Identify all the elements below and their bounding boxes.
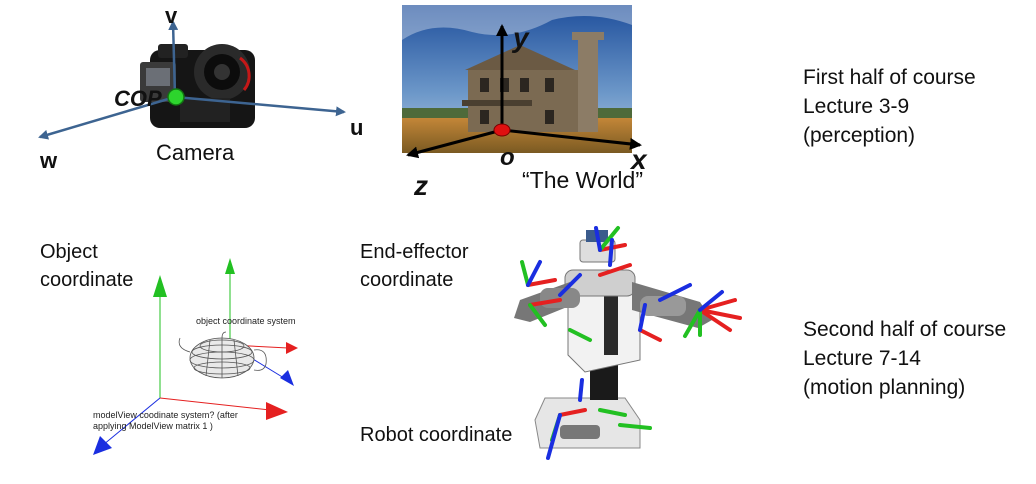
world-caption: “The World”: [522, 167, 643, 193]
object-figure: [93, 258, 298, 455]
camera-axis-v-label: v: [165, 3, 178, 28]
modelview-label: modelView coodinate system? (after apply…: [93, 410, 238, 432]
cop-point: [167, 88, 185, 106]
object-inner-label: object coordinate system: [196, 316, 296, 326]
world-image: [402, 5, 632, 153]
camera-image: [140, 44, 255, 128]
second-half-lectures: Lecture 7-14: [803, 347, 921, 370]
robot-coordinate-label: Robot coordinate: [360, 424, 513, 446]
second-half-title: Second half of course: [803, 318, 1007, 341]
camera-label: Camera: [156, 140, 235, 165]
camera-axis-u-label: u: [350, 115, 364, 140]
object-coordinate-label: Object coordinate: [40, 238, 133, 294]
second-half-block: Second half of course Lecture 7-14 (moti…: [803, 315, 1006, 402]
second-half-topic: (motion planning): [803, 376, 966, 399]
world-axis-y-label: y: [513, 22, 529, 53]
camera-axis-w-label: w: [40, 148, 58, 173]
world-axis-z-label: z: [414, 170, 428, 201]
cop-label: COP: [114, 86, 162, 111]
modelview-line1: modelView coodinate system? (after: [93, 410, 238, 420]
world-origin-label: o: [500, 144, 515, 171]
first-half-title: First half of course: [803, 66, 976, 89]
first-half-block: First half of course Lecture 3-9 (percep…: [803, 63, 976, 150]
end-effector-label: End-effector coordinate: [360, 238, 469, 294]
camera-axes: [38, 20, 346, 140]
world-origin-point: [493, 123, 511, 137]
world-axis-x-label: x: [631, 144, 647, 175]
object-label-line2: coordinate: [40, 269, 134, 291]
end-effector-line2: coordinate: [360, 269, 454, 291]
object-label-line1: Object: [40, 241, 98, 263]
first-half-lectures: Lecture 3-9: [803, 95, 910, 118]
modelview-line2: applying ModelView matrix 1 ): [93, 421, 213, 431]
world-axes: [406, 24, 642, 159]
robot-figure: [514, 226, 742, 460]
end-effector-line1: End-effector: [360, 241, 469, 263]
first-half-topic: (perception): [803, 124, 916, 147]
